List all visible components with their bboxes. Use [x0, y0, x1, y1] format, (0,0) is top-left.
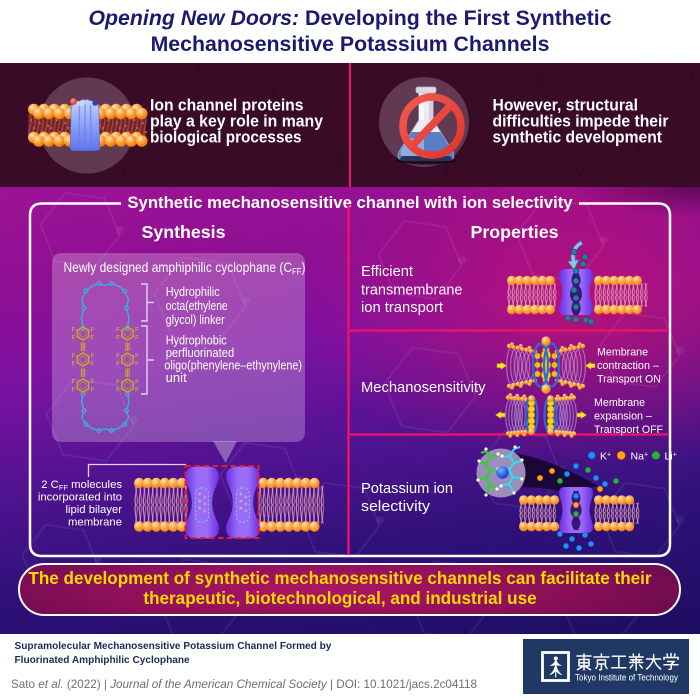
svg-text:F: F	[135, 328, 139, 334]
svg-text:ion transport: ion transport	[361, 299, 444, 316]
svg-text:Efficient: Efficient	[361, 263, 414, 280]
svg-text:F: F	[116, 380, 120, 386]
svg-text:F: F	[91, 336, 95, 342]
svg-text:perfluorinated: perfluorinated	[166, 346, 235, 360]
svg-text:✳: ✳	[203, 508, 208, 515]
svg-text:F: F	[116, 362, 120, 368]
svg-text:Properties: Properties	[471, 222, 559, 242]
svg-text:F: F	[72, 380, 76, 386]
svg-text:✳: ✳	[239, 498, 244, 505]
svg-text:selectivity: selectivity	[361, 498, 430, 515]
svg-text:Hydrophilic: Hydrophilic	[166, 285, 220, 299]
svg-text:Tokyo Institute of Technology: Tokyo Institute of Technology	[575, 673, 678, 683]
svg-text:F: F	[135, 354, 139, 360]
svg-text:Synthesis: Synthesis	[141, 222, 225, 242]
svg-text:F: F	[135, 380, 139, 386]
svg-text:unit: unit	[166, 371, 188, 385]
svg-text:Ion channel proteins: Ion channel proteins	[150, 97, 304, 115]
svg-text:✳: ✳	[244, 508, 249, 515]
svg-text:Synthetic mechanosensitive cha: Synthetic mechanosensitive channel with …	[127, 193, 573, 212]
svg-text:contraction –: contraction –	[597, 360, 660, 372]
svg-text:Potassium ion: Potassium ion	[361, 480, 453, 497]
svg-text:✳: ✳	[244, 494, 249, 501]
svg-text:Mechanosensitivity: Mechanosensitivity	[361, 379, 486, 396]
svg-text:F: F	[72, 388, 76, 394]
svg-text:Membrane: Membrane	[594, 397, 645, 409]
svg-text:glycol) linker: glycol) linker	[166, 313, 225, 327]
svg-text:✳: ✳	[239, 505, 244, 512]
svg-text:F: F	[116, 388, 120, 394]
svg-text:F: F	[91, 388, 95, 394]
svg-text:F: F	[116, 328, 120, 334]
svg-text:F: F	[91, 354, 95, 360]
svg-text:F: F	[72, 354, 76, 360]
svg-text:F: F	[135, 388, 139, 394]
svg-text:F: F	[72, 336, 76, 342]
svg-text:✳: ✳	[239, 491, 244, 498]
svg-text:F: F	[91, 328, 95, 334]
svg-text:synthetic development: synthetic development	[493, 129, 663, 147]
svg-text:biological processes: biological processes	[150, 129, 302, 147]
svg-text:membrane: membrane	[68, 517, 122, 529]
svg-text:transmembrane: transmembrane	[361, 282, 463, 299]
svg-text:✳: ✳	[198, 498, 203, 505]
svg-text:Transport OFF: Transport OFF	[594, 424, 663, 436]
svg-text:Newly designed amphiphilic cyc: Newly designed amphiphilic cyclophane (C…	[64, 259, 306, 277]
svg-text:However, structural: However, structural	[493, 97, 639, 115]
svg-text:K+: K+	[600, 451, 611, 463]
svg-text:Hydrophobic: Hydrophobic	[166, 334, 227, 348]
svg-text:✳: ✳	[244, 501, 249, 508]
svg-text:incorporated into: incorporated into	[38, 492, 122, 504]
svg-text:F: F	[91, 362, 95, 368]
svg-text:lipid bilayer: lipid bilayer	[65, 504, 122, 516]
svg-text:F: F	[72, 362, 76, 368]
svg-text:F: F	[135, 336, 139, 342]
svg-text:expansion –: expansion –	[594, 411, 653, 423]
svg-text:Transport ON: Transport ON	[597, 374, 661, 386]
svg-text:✳: ✳	[203, 501, 208, 508]
svg-text:Li+: Li+	[665, 451, 677, 463]
svg-text:Na+: Na+	[631, 451, 649, 463]
svg-text:F: F	[116, 354, 120, 360]
svg-text:F: F	[116, 336, 120, 342]
svg-text:difficulties impede their: difficulties impede their	[493, 113, 670, 131]
svg-text:Membrane: Membrane	[597, 347, 648, 359]
svg-text:✳: ✳	[203, 494, 208, 501]
svg-text:F: F	[72, 328, 76, 334]
svg-text:✳: ✳	[198, 491, 203, 498]
svg-text:2 CFF molecules: 2 CFF molecules	[41, 479, 122, 492]
svg-text:F: F	[135, 362, 139, 368]
svg-text:play a key role in many: play a key role in many	[150, 113, 323, 131]
svg-text:F: F	[91, 380, 95, 386]
svg-text:✳: ✳	[198, 505, 203, 512]
svg-text:octa(ethylene: octa(ethylene	[166, 299, 228, 313]
svg-text:oligo(phenylene–ethynylene): oligo(phenylene–ethynylene)	[164, 359, 302, 373]
